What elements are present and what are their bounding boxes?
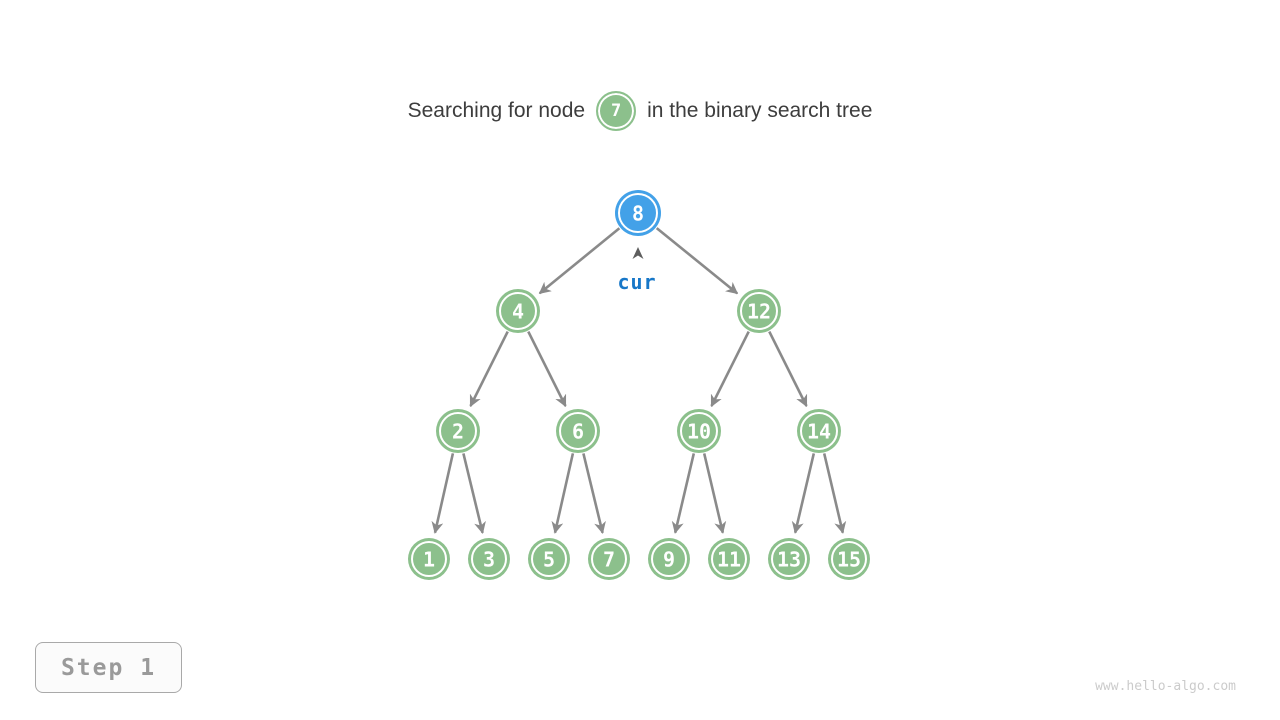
tree-node-11: 11 bbox=[708, 538, 750, 580]
tree-node-value: 9 bbox=[663, 548, 675, 572]
tree-node-value: 15 bbox=[837, 548, 861, 572]
watermark: www.hello-algo.com bbox=[1095, 679, 1236, 694]
tree-node-value: 11 bbox=[717, 548, 741, 572]
figure-title: Searching for node 7 in the binary searc… bbox=[0, 88, 1280, 134]
tree-node-8-current: 8 bbox=[615, 190, 661, 236]
tree-node-10: 10 bbox=[677, 409, 721, 453]
tree-node-value: 13 bbox=[777, 548, 801, 572]
tree-node-value: 2 bbox=[452, 420, 464, 444]
tree-node-value: 5 bbox=[543, 548, 555, 572]
tree-node-13: 13 bbox=[768, 538, 810, 580]
tree-edge-2-1 bbox=[431, 453, 455, 534]
tree-node-value: 6 bbox=[572, 420, 584, 444]
tree-node-5: 5 bbox=[528, 538, 570, 580]
tree-node-value: 12 bbox=[747, 300, 771, 324]
tree-node-value: 3 bbox=[483, 548, 495, 572]
tree-edge-6-5 bbox=[551, 453, 575, 534]
tree-edge-8-4 bbox=[538, 227, 621, 295]
step-badge: Step 1 bbox=[35, 642, 182, 693]
title-suffix: in the binary search tree bbox=[647, 99, 873, 122]
title-prefix: Searching for node bbox=[407, 99, 586, 122]
tree-node-4: 4 bbox=[496, 289, 540, 333]
tree-edges bbox=[431, 227, 847, 534]
step-badge-label: Step 1 bbox=[60, 654, 157, 681]
tree-node-1: 1 bbox=[408, 538, 450, 580]
tree-edge-14-15 bbox=[822, 453, 847, 534]
title-target-node: 7 bbox=[596, 91, 637, 131]
tree-node-value: 4 bbox=[512, 300, 524, 324]
tree-edge-12-10 bbox=[710, 331, 750, 408]
tree-node-7: 7 bbox=[588, 538, 630, 580]
tree-node-value: 10 bbox=[687, 420, 711, 444]
tree-node-12: 12 bbox=[737, 289, 781, 333]
title-target-node-value: 7 bbox=[610, 101, 622, 121]
tree-edge-6-7 bbox=[582, 453, 606, 534]
tree-edge-8-12 bbox=[655, 227, 739, 295]
tree-edge-14-13 bbox=[791, 453, 816, 534]
tree-edge-12-14 bbox=[768, 331, 808, 408]
tree-node-value: 1 bbox=[423, 548, 435, 572]
tree-edge-10-11 bbox=[702, 453, 727, 534]
cur-pointer-label: cur bbox=[617, 270, 656, 294]
tree-edge-4-2 bbox=[469, 331, 509, 408]
tree-node-3: 3 bbox=[468, 538, 510, 580]
pointer-caret-icon bbox=[632, 247, 644, 259]
tree-node-15: 15 bbox=[828, 538, 870, 580]
tree-node-value: 7 bbox=[603, 548, 615, 572]
tree-node-9: 9 bbox=[648, 538, 690, 580]
cur-pointer: cur bbox=[617, 247, 656, 294]
tree-edge-4-6 bbox=[527, 331, 567, 408]
tree-node-6: 6 bbox=[556, 409, 600, 453]
tree-node-2: 2 bbox=[436, 409, 480, 453]
tree-node-value: 14 bbox=[807, 420, 831, 444]
tree-node-14: 14 bbox=[797, 409, 841, 453]
tree-node-value: 8 bbox=[632, 202, 644, 226]
tree-edge-10-9 bbox=[671, 453, 696, 534]
tree-edge-2-3 bbox=[462, 453, 486, 534]
